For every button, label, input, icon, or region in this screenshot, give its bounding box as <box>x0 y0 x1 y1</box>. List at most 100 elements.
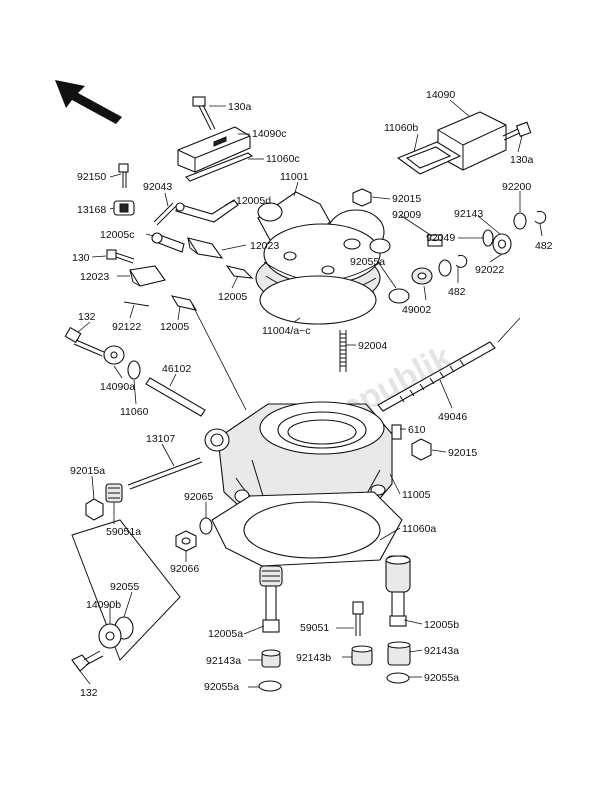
clamp-13168 <box>113 200 135 216</box>
stud-92004 <box>339 330 347 372</box>
label-92143-top: 92143 <box>454 208 483 220</box>
label-92015a: 92015a <box>70 465 105 477</box>
bolt-132-bottom <box>71 650 104 672</box>
label-14090b: 14090b <box>86 599 121 611</box>
rod-49046 <box>377 341 496 412</box>
dowel-610 <box>391 424 402 440</box>
label-11060c: 11060c <box>266 153 300 165</box>
bolt-130 <box>106 249 135 264</box>
leader-lines <box>77 99 543 688</box>
seal-92022 <box>438 259 452 277</box>
label-11004: 11004/a~c <box>262 325 311 337</box>
label-92143b: 92143b <box>296 652 331 664</box>
label-59051: 59051 <box>300 622 329 634</box>
nut-92015a <box>85 498 104 521</box>
bracket-12023-mid <box>186 237 224 259</box>
label-12005d: 12005d <box>236 195 271 207</box>
part-labels: 130a 14090c 11060c 14090 11060b 130a 921… <box>70 89 553 699</box>
bracket-12005-mid <box>225 265 254 279</box>
label-132-top: 132 <box>78 311 96 323</box>
label-12023-left: 12023 <box>80 271 109 283</box>
collar-92143a-right <box>387 641 411 666</box>
cap-14090a <box>103 345 125 365</box>
label-13168: 13168 <box>77 204 106 216</box>
washer-92065 <box>199 517 213 535</box>
nut-92015-top <box>352 188 372 207</box>
bracket-12023-left <box>129 265 166 287</box>
gasket-11060c <box>185 152 254 182</box>
rod-13107 <box>127 457 203 490</box>
label-49046: 49046 <box>438 411 467 423</box>
bolt-92150 <box>118 163 129 188</box>
assembly-bracket-left <box>71 519 181 661</box>
circlip-482-right <box>534 210 547 224</box>
label-11060a: 11060a <box>402 523 436 535</box>
label-11060b: 11060b <box>384 122 418 134</box>
label-12005b: 12005b <box>424 619 459 631</box>
label-92009: 92009 <box>392 209 421 221</box>
label-12023-mid: 12023 <box>250 240 279 252</box>
seal-92049 <box>482 229 494 247</box>
label-130a-top: 130a <box>228 101 252 113</box>
label-92150: 92150 <box>77 171 106 183</box>
bracket-12005-left <box>170 295 198 311</box>
bolt-132-top <box>64 326 105 357</box>
label-11001: 11001 <box>280 171 309 183</box>
gasket-11004 <box>259 275 377 325</box>
label-92143a-right: 92143a <box>424 645 459 657</box>
cylinder-11005 <box>204 401 393 521</box>
circlip-482-mid <box>455 254 468 268</box>
label-11005: 11005 <box>402 489 431 501</box>
cap-14090b <box>98 623 122 649</box>
label-92055a-left: 92055a <box>204 681 239 693</box>
gasket-11060b <box>396 141 462 175</box>
cylinder-head-11001 <box>255 191 391 307</box>
base-gasket-11060a <box>211 491 403 567</box>
collar-92143-inner <box>497 239 507 249</box>
bolt-130a-right <box>502 121 532 141</box>
front-direction-arrow-icon <box>55 80 122 124</box>
rod-12005c <box>151 232 185 253</box>
oring-92055a-top <box>388 288 410 304</box>
oring-92055a-right <box>386 672 410 684</box>
label-130: 130 <box>72 252 90 264</box>
gasket-11060 <box>127 360 141 380</box>
label-92015-right: 92015 <box>448 447 477 459</box>
gear-59051 <box>352 601 364 636</box>
nut-92015-right <box>411 438 432 461</box>
fitting-92009 <box>427 234 443 247</box>
valve-49002 <box>411 267 433 285</box>
label-92043: 92043 <box>143 181 172 193</box>
label-92022: 92022 <box>475 264 504 276</box>
label-46102: 46102 <box>162 363 191 375</box>
label-14090: 14090 <box>426 89 455 101</box>
label-14090a: 14090a <box>100 381 135 393</box>
label-130a-right: 130a <box>510 154 534 166</box>
label-12005c: 12005c <box>100 229 134 241</box>
label-12005-mid: 12005 <box>218 291 247 303</box>
label-92004: 92004 <box>358 340 387 352</box>
label-92015-top: 92015 <box>392 193 421 205</box>
label-92065: 92065 <box>184 491 213 503</box>
label-13107: 13107 <box>146 433 175 445</box>
label-92066: 92066 <box>170 563 199 575</box>
label-92200: 92200 <box>502 181 531 193</box>
label-92055a-right: 92055a <box>424 672 459 684</box>
gear-59051a <box>105 483 123 503</box>
label-14090c: 14090c <box>252 128 286 140</box>
shaft-12005b <box>385 555 411 627</box>
label-49002: 49002 <box>402 304 431 316</box>
label-92049: 92049 <box>426 232 455 244</box>
pin-92043 <box>153 202 177 226</box>
label-12005a: 12005a <box>208 628 243 640</box>
spring-pin-92122 <box>123 301 150 307</box>
label-610: 610 <box>408 424 426 436</box>
collar-92143b <box>351 645 373 666</box>
oring-92055a-left <box>258 680 282 692</box>
label-59051a: 59051a <box>106 526 141 538</box>
label-12005-left: 12005 <box>160 321 189 333</box>
cover-14090c <box>177 126 251 173</box>
label-11060: 11060 <box>120 406 149 418</box>
collar-92143a-left <box>261 649 281 668</box>
